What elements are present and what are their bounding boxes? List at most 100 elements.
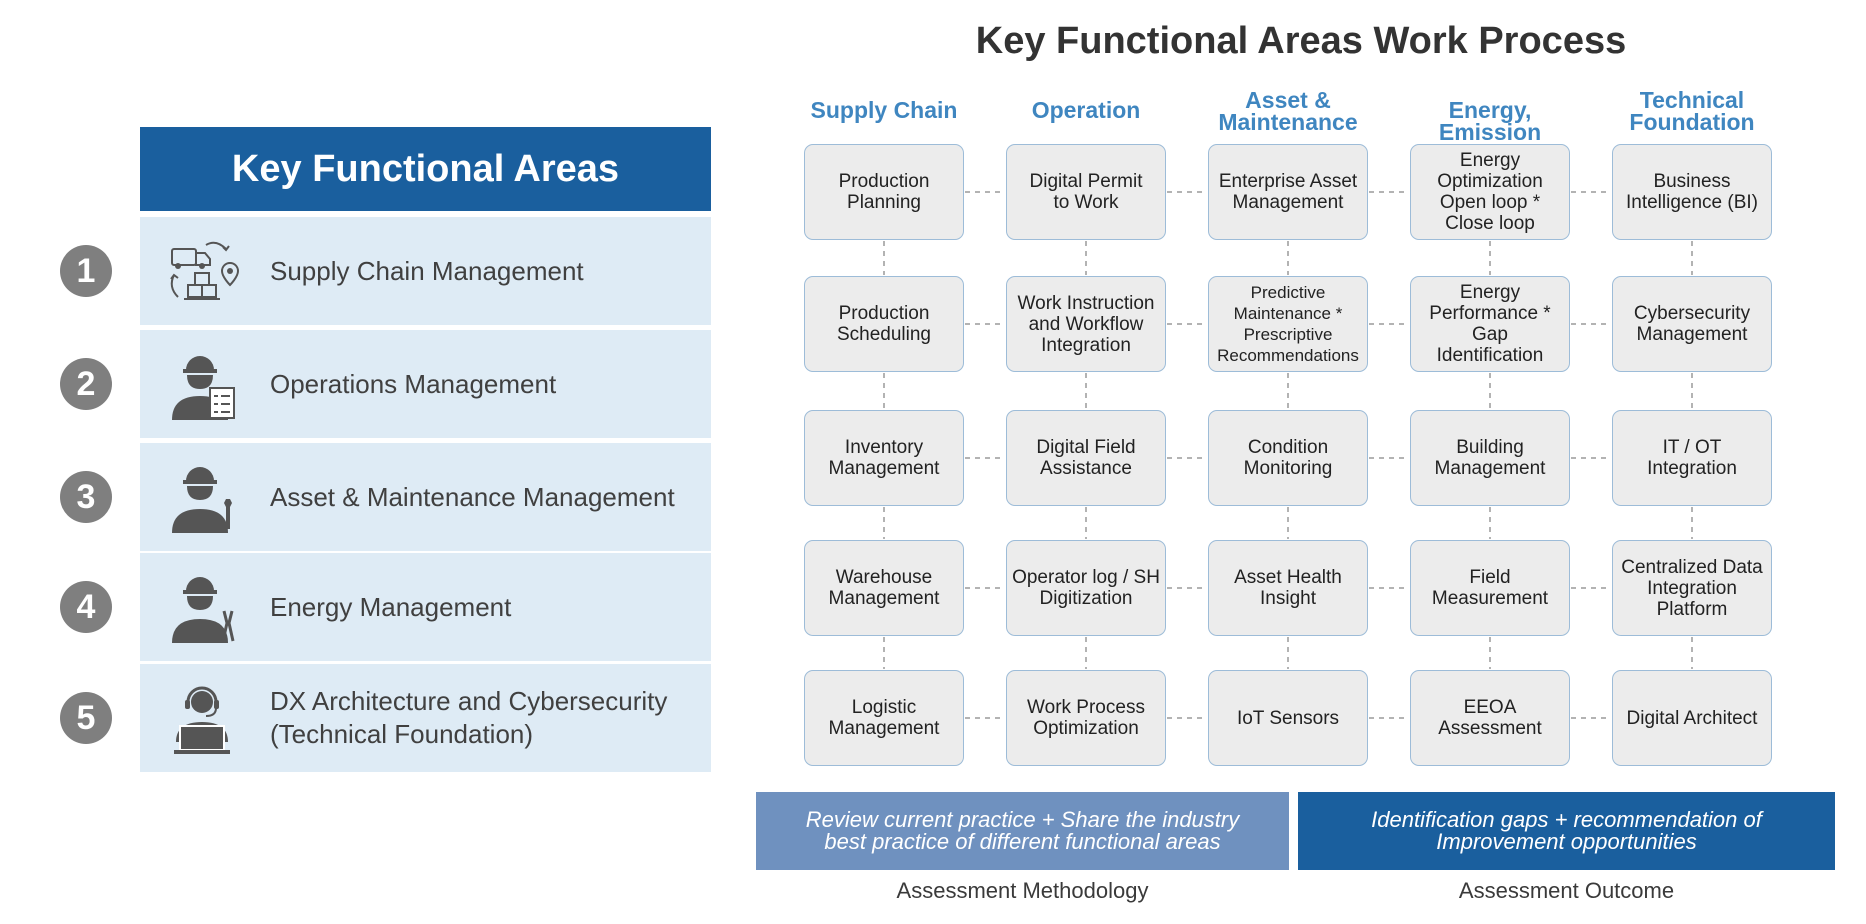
box-line: IoT Sensors: [1236, 707, 1340, 729]
methodology-text-line: best practice of different functional ar…: [824, 829, 1221, 854]
box-line: Centralized Data: [1621, 556, 1763, 578]
column-heading-asset-maintenance: Asset & Maintenance: [1203, 87, 1373, 134]
process-box-digital-architect: Digital Architect: [1612, 670, 1772, 766]
area-row-energy: 4 Energy Management: [60, 553, 711, 661]
box-line: Integration: [1647, 458, 1737, 479]
outcome-band: Identification gaps + recommendation of …: [1298, 792, 1835, 870]
box-line: Planning: [847, 192, 921, 213]
process-box-energy-performance: Energy Performance * Gap Identification: [1410, 276, 1570, 372]
box-line: Maintenance *: [1233, 304, 1343, 323]
column-heading-line: Technical: [1639, 87, 1745, 113]
box-line: Gap: [1472, 324, 1508, 345]
column-heading-line: Operation: [1031, 97, 1141, 123]
box-line: Asset Health: [1234, 567, 1342, 588]
column-heading-line: Asset &: [1245, 87, 1331, 113]
process-box-operator-log: Operator log / SH Digitization: [1006, 540, 1166, 636]
process-box-work-process-optimization: Work Process Optimization: [1006, 670, 1166, 766]
outcome-text-line: Improvement opportunities: [1436, 829, 1697, 854]
box-line: Optimization: [1033, 718, 1139, 739]
column-heading-supply-chain: Supply Chain: [799, 97, 969, 123]
column-heading-line: Supply Chain: [810, 97, 958, 123]
process-box-energy-optimization: Energy Optimization Open loop * Close lo…: [1410, 144, 1570, 240]
worker-checklist-icon: [166, 348, 242, 422]
box-line: Production: [838, 303, 930, 324]
worker-wrench-icon: [166, 461, 242, 535]
box-line: Management: [1434, 458, 1546, 479]
area-row-supply-chain: 1 Supply Chain Management: [60, 217, 711, 325]
process-box-cybersecurity: Cybersecurity Management: [1612, 276, 1772, 372]
box-line: Energy: [1459, 282, 1521, 303]
box-line: Warehouse: [835, 567, 933, 588]
process-box-iot-sensors: IoT Sensors: [1208, 670, 1368, 766]
box-line: EEOA: [1463, 697, 1517, 718]
box-line: Management: [1232, 192, 1344, 213]
process-box-condition-monitoring: Condition Monitoring: [1208, 410, 1368, 506]
box-line: Management: [828, 588, 940, 609]
area-number-4: 4: [60, 581, 112, 633]
box-line: Performance *: [1429, 303, 1551, 324]
area-row-asset-maintenance: 3 Asset & Maintenance Management: [60, 443, 711, 551]
box-line: Close loop: [1445, 213, 1535, 234]
box-line: Inventory: [844, 437, 924, 458]
box-line: Open loop *: [1439, 192, 1541, 213]
methodology-text-line: Review current practice + Share the indu…: [805, 807, 1240, 832]
box-line: Predictive: [1250, 283, 1326, 302]
box-line: Production: [838, 171, 930, 192]
outcome-text-line: Identification gaps + recommendation of: [1371, 807, 1762, 832]
box-line: Assistance: [1040, 458, 1132, 479]
area-number-1: 1: [60, 245, 112, 297]
column-heading-line: Energy, Emission: [1438, 97, 1542, 145]
box-line: Monitoring: [1243, 458, 1333, 479]
process-box-field-measurement: Field Measurement: [1410, 540, 1570, 636]
methodology-caption: Assessment Methodology: [896, 878, 1149, 903]
process-box-it-ot-integration: IT / OT Integration: [1612, 410, 1772, 506]
box-line: Management: [1636, 324, 1748, 345]
process-box-logistic: Logistic Management: [804, 670, 964, 766]
box-line: Condition: [1247, 437, 1329, 458]
key-functional-areas-title: Key Functional Areas: [231, 147, 620, 190]
box-line: Digital Architect: [1626, 707, 1758, 729]
box-line: Recommendations: [1217, 346, 1359, 365]
area-label-asset-maintenance: Asset & Maintenance Management: [270, 481, 675, 512]
area-label-energy: Energy Management: [270, 591, 512, 622]
box-line: Integration: [1647, 577, 1737, 599]
area-number-2: 2: [60, 358, 112, 410]
process-box-asset-health: Asset Health Insight: [1208, 540, 1368, 636]
box-line: Field: [1469, 567, 1511, 588]
area-number-3: 3: [60, 471, 112, 523]
box-line: Digitization: [1039, 588, 1133, 609]
process-box-predictive-maintenance: Predictive Maintenance * Prescriptive Re…: [1208, 276, 1368, 372]
box-line: Logistic: [851, 697, 917, 718]
support-laptop-icon: [166, 682, 242, 756]
box-line: Work Instruction: [1017, 292, 1155, 314]
area-row-dx-architecture: 5 DX Architecture and Cybersecurity (Tec…: [60, 664, 711, 772]
process-box-building-management: Building Management: [1410, 410, 1570, 506]
box-line: Cybersecurity: [1633, 303, 1751, 324]
box-line: Management: [828, 458, 940, 479]
box-line: Intelligence (BI): [1625, 192, 1758, 213]
process-box-warehouse: Warehouse Management: [804, 540, 964, 636]
key-functional-areas-header: Key Functional Areas: [140, 127, 711, 211]
box-line: Energy: [1459, 150, 1521, 171]
box-line: Measurement: [1431, 588, 1549, 609]
box-line: Digital Permit: [1029, 171, 1143, 192]
area-label-dx-line2: (Technical Foundation): [270, 719, 534, 749]
box-line: Business: [1653, 171, 1731, 192]
process-box-centralized-data: Centralized Data Integration Platform: [1612, 540, 1772, 636]
area-number-5: 5: [60, 692, 112, 744]
area-row-operations: 2 Operations Management: [60, 330, 711, 438]
box-line: Insight: [1260, 588, 1316, 609]
process-box-inventory: Inventory Management: [804, 410, 964, 506]
box-line: Work Process: [1027, 697, 1145, 718]
box-line: to Work: [1053, 192, 1119, 213]
methodology-band: Review current practice + Share the indu…: [756, 792, 1289, 870]
supply-chain-icon: [166, 235, 242, 309]
process-box-eeoa-assessment: EEOA Assessment: [1410, 670, 1570, 766]
box-line: Integration: [1041, 334, 1131, 356]
process-box-work-instruction: Work Instruction and Workflow Integratio…: [1006, 276, 1166, 372]
box-line: Management: [828, 718, 940, 739]
box-line: Operator log / SH: [1012, 567, 1160, 588]
area-label-supply-chain: Supply Chain Management: [270, 255, 584, 286]
worker-pliers-icon: [166, 571, 242, 645]
box-line: and Workflow: [1028, 313, 1144, 335]
